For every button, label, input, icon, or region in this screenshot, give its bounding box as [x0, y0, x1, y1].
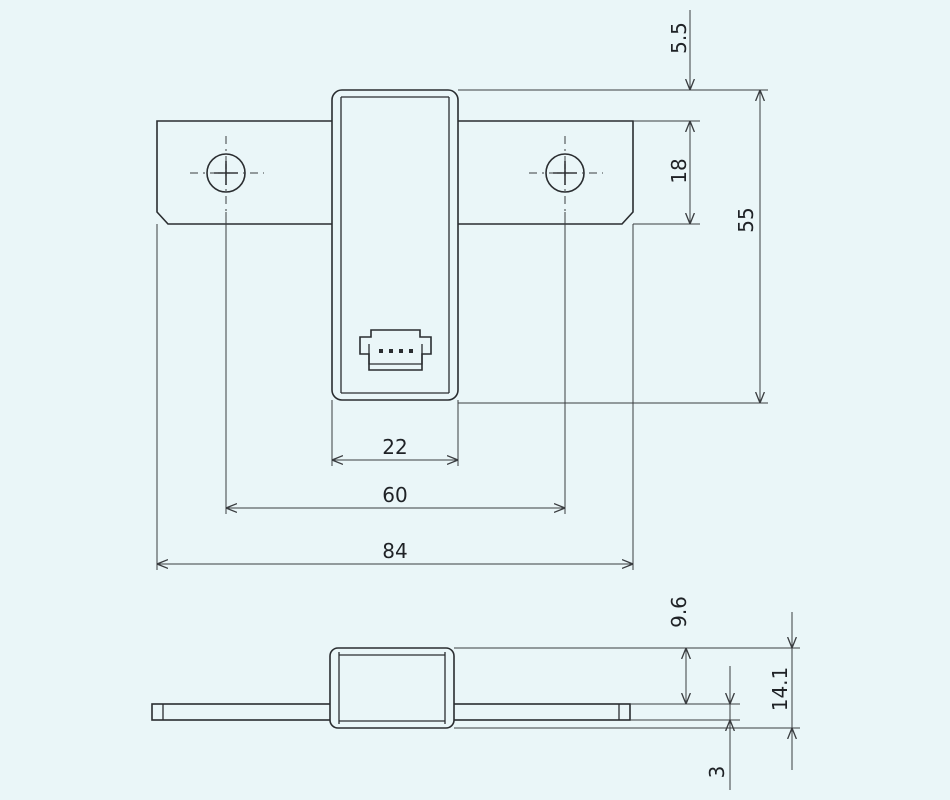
side-body: [329, 647, 455, 729]
side-view: 9.6 14.1 3: [151, 596, 800, 790]
mounting-flange: [156, 120, 634, 225]
top-view: 22 60 84 5.5 18 55: [156, 10, 768, 570]
sensor-body: [331, 89, 459, 401]
dim-total-height: 55: [734, 207, 758, 232]
dim-body-thickness: 9.6: [667, 596, 691, 628]
connector-icon: [359, 329, 432, 371]
dim-plate-thickness: 3: [705, 766, 729, 779]
dim-top-offset: 5.5: [667, 22, 691, 54]
dim-total-width: 84: [382, 539, 407, 563]
dim-total-thickness: 14.1: [768, 667, 792, 712]
mounting-hole-left: [190, 136, 264, 212]
mounting-hole-right: [529, 136, 603, 212]
dim-body-width: 22: [382, 435, 407, 459]
dim-flange-height: 18: [667, 158, 691, 183]
dim-hole-spacing: 60: [382, 483, 407, 507]
